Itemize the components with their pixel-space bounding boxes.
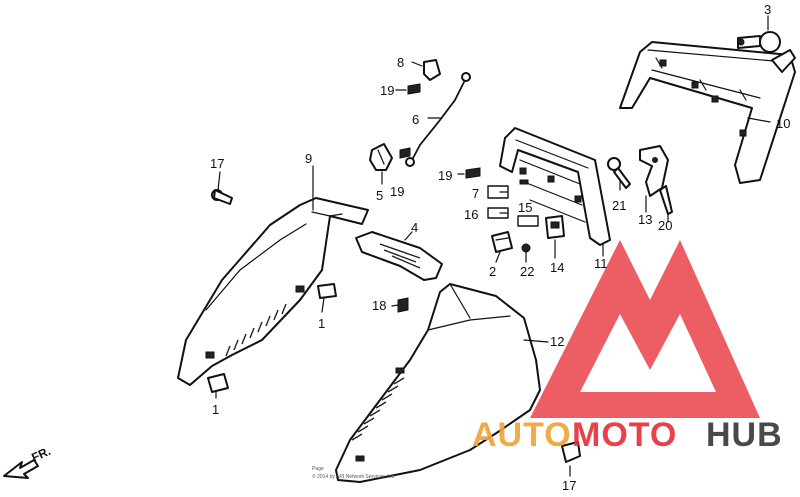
copyright-text: © 2014 by ARI Network Services, Inc.	[312, 473, 395, 480]
part-9-side-cover	[177, 197, 369, 386]
callout-19a: 19	[380, 83, 394, 98]
part-19-screw-a	[395, 83, 421, 95]
part-13-bracket	[639, 145, 669, 207]
callout-8: 8	[397, 55, 404, 70]
part-1-clip-b	[207, 373, 229, 393]
watermark-text-moto: MOTO	[572, 416, 677, 454]
callout-12: 12	[550, 334, 564, 349]
callout-21: 21	[612, 198, 626, 213]
part-8-clip	[411, 59, 441, 81]
callout-5: 5	[376, 188, 383, 203]
part-15-label	[517, 215, 539, 227]
part-5-grommet	[369, 143, 393, 185]
part-14-nut-plate	[545, 215, 565, 239]
callout-17b: 17	[562, 478, 576, 493]
part-17-bolt-a	[211, 189, 233, 205]
callout-22: 22	[520, 264, 534, 279]
front-direction-arrow: FR.	[3, 444, 53, 479]
callout-7: 7	[472, 186, 479, 201]
callout-11: 11	[594, 256, 608, 271]
callout-18: 18	[372, 298, 386, 313]
watermark-text-hub: HUB	[706, 416, 783, 454]
callout-15: 15	[518, 200, 532, 215]
callout-10: 10	[776, 116, 790, 131]
callout-2: 2	[489, 264, 496, 279]
callouts: 3 10 8 19 6 9 17 5 19 19 7 16 15 4 2 22 …	[210, 2, 790, 493]
part-18-clip	[397, 297, 409, 313]
part-11-grab-rail	[499, 127, 611, 257]
watermark-text-auto: AUTO	[472, 416, 572, 454]
part-1-clip-a	[317, 283, 337, 299]
callout-19b: 19	[390, 184, 404, 199]
callout-1b: 1	[212, 402, 219, 417]
callout-20: 20	[658, 218, 672, 233]
part-21-bolt	[607, 157, 631, 189]
part-16-label	[487, 207, 509, 219]
copyright-page: Page	[312, 466, 324, 472]
part-3-key-lock	[737, 15, 796, 73]
part-12-rear-cowl	[335, 283, 541, 483]
callout-3: 3	[764, 2, 771, 17]
part-20-bolt	[659, 185, 673, 215]
callout-4: 4	[411, 220, 418, 235]
callout-6: 6	[412, 112, 419, 127]
callout-13: 13	[638, 212, 652, 227]
part-22-bolt	[521, 243, 531, 263]
callout-14: 14	[550, 260, 564, 275]
callout-19c: 19	[438, 168, 452, 183]
leader-lines	[215, 117, 669, 477]
callout-16: 16	[464, 207, 478, 222]
part-2-clip	[491, 231, 513, 253]
callout-17a: 17	[210, 156, 224, 171]
part-4-center-cover	[355, 231, 443, 281]
watermark-logo: AUTO MOTO HUB	[472, 240, 783, 454]
callout-9: 9	[305, 151, 312, 166]
part-7-label	[487, 185, 509, 199]
fr-label: FR.	[29, 444, 52, 465]
part-19-screw-b	[399, 147, 411, 159]
part-19-screw-c	[457, 167, 481, 179]
watermark-triangle-icon	[530, 240, 760, 418]
part-10-rear-carrier	[619, 41, 796, 184]
part-6-cable	[405, 72, 471, 167]
part-17-bolt-b	[561, 441, 581, 463]
callout-1a: 1	[318, 316, 325, 331]
